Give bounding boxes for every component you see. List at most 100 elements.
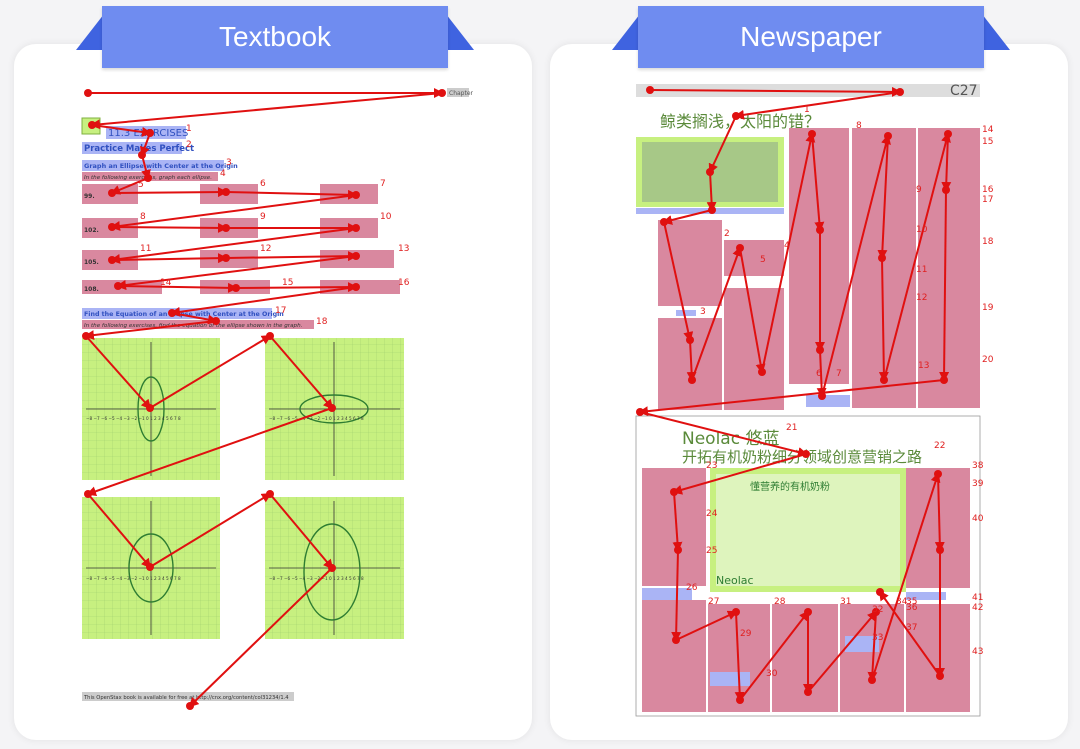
advert-figure: 懂营养的有机奶粉 Neolac bbox=[710, 468, 906, 592]
headline-mid: Neolac 悠蓝 bbox=[682, 429, 779, 449]
reading-order-label: 7 bbox=[380, 179, 386, 189]
reading-arrow bbox=[878, 590, 941, 677]
reading-arrow bbox=[807, 610, 878, 693]
reading-arrow bbox=[85, 335, 152, 410]
reading-arrow bbox=[691, 246, 742, 381]
reading-node bbox=[144, 174, 152, 182]
reading-order-label: 13 bbox=[918, 361, 929, 371]
reading-arrow bbox=[149, 492, 272, 568]
reading-node bbox=[736, 244, 744, 252]
reading-arrow bbox=[734, 611, 745, 702]
reading-order-label: 28 bbox=[774, 597, 786, 607]
reading-node bbox=[674, 546, 682, 554]
reading-order-label: 5 bbox=[760, 255, 766, 265]
reading-arrow bbox=[761, 132, 816, 373]
reading-node bbox=[872, 608, 880, 616]
banner-fold-right bbox=[446, 14, 474, 50]
reading-node bbox=[146, 129, 154, 137]
page-footer: This OpenStax book is available for free… bbox=[83, 695, 289, 701]
reading-order-label: 4 bbox=[220, 169, 226, 179]
newspaper-page: C27 鲸类搁浅，太阳的错？ Neolac 悠蓝 开拓有机奶粉细分领域创意营销之… bbox=[635, 83, 981, 717]
reading-order-label: 40 bbox=[972, 514, 984, 524]
svg-text:−8 −7 −6 −5 −4 −3 −2 −1 0 1 2: −8 −7 −6 −5 −4 −3 −2 −1 0 1 2 3 4 5 6 7 … bbox=[269, 576, 364, 581]
reading-order-label: 19 bbox=[982, 303, 994, 313]
reading-order-label: 17 bbox=[982, 195, 993, 205]
reading-arrow bbox=[90, 92, 443, 130]
reading-node bbox=[146, 563, 154, 571]
reading-order-label: 9 bbox=[260, 212, 266, 222]
reading-arrow bbox=[91, 124, 152, 137]
graph-figure: −8 −7 −6 −5 −4 −3 −2 −1 0 1 2 3 4 5 6 7 … bbox=[265, 338, 404, 480]
reading-arrow bbox=[225, 251, 358, 262]
reading-arrow bbox=[883, 132, 951, 381]
reading-node bbox=[352, 283, 360, 291]
reading-arrow bbox=[110, 194, 357, 231]
reading-order-label: 14 bbox=[160, 278, 172, 288]
banner-fold-left bbox=[76, 14, 104, 50]
exercise-rows: 99. 102. 105. 108. bbox=[82, 184, 400, 294]
reading-node bbox=[708, 206, 716, 214]
reading-node bbox=[212, 317, 220, 325]
reading-node bbox=[934, 470, 942, 478]
reading-arrow bbox=[867, 611, 878, 682]
reading-order-label: 20 bbox=[982, 355, 994, 365]
reading-arrow bbox=[111, 222, 228, 233]
reading-node bbox=[646, 86, 654, 94]
reading-arrow bbox=[821, 134, 891, 397]
reading-node bbox=[186, 702, 194, 710]
title-block bbox=[82, 142, 182, 154]
reading-node bbox=[818, 392, 826, 400]
reading-arrow bbox=[941, 133, 952, 192]
reading-node bbox=[108, 189, 116, 197]
reading-order-label: 5 bbox=[138, 180, 144, 190]
reading-node bbox=[438, 89, 446, 97]
title-block bbox=[82, 160, 224, 171]
reading-arrow bbox=[934, 473, 945, 552]
reading-node bbox=[878, 254, 886, 262]
reading-order-label: 43 bbox=[972, 647, 983, 657]
reading-arrow bbox=[110, 227, 357, 264]
reading-arrow bbox=[871, 472, 941, 681]
reading-order-label: 16 bbox=[398, 278, 410, 288]
reading-node bbox=[138, 151, 146, 159]
banner-fold-right bbox=[982, 14, 1010, 50]
reading-order-label: 15 bbox=[982, 137, 993, 147]
header-tag: Chapter bbox=[449, 90, 474, 97]
reading-order-label: 37 bbox=[906, 623, 917, 633]
reading-order-label: 32 bbox=[872, 605, 883, 615]
reading-arrow bbox=[86, 407, 333, 497]
reading-order-label: 4 bbox=[784, 241, 790, 251]
reading-arrow bbox=[672, 491, 683, 552]
reading-order-label: 18 bbox=[316, 317, 328, 327]
reading-node bbox=[706, 168, 714, 176]
reading-node bbox=[816, 226, 824, 234]
reading-arrow bbox=[149, 334, 272, 409]
reading-order-label: 33 bbox=[872, 633, 883, 643]
reading-node bbox=[146, 404, 154, 412]
ad-caption: 懂营养的有机奶粉 bbox=[750, 480, 830, 493]
reading-order-label: 18 bbox=[982, 237, 994, 247]
banner-fold-left bbox=[612, 14, 640, 50]
reading-order-label: 12 bbox=[260, 244, 271, 254]
reading-node bbox=[328, 564, 336, 572]
reading-node bbox=[804, 688, 812, 696]
reading-node bbox=[352, 252, 360, 260]
reading-node bbox=[944, 130, 952, 138]
reading-arrow bbox=[87, 493, 152, 569]
reading-arrow bbox=[170, 286, 357, 317]
reading-arrow bbox=[111, 187, 228, 198]
reading-node bbox=[352, 191, 360, 199]
reading-order-label: 42 bbox=[972, 603, 983, 613]
reading-arrow bbox=[706, 171, 717, 212]
reading-node bbox=[84, 89, 92, 97]
reading-node bbox=[232, 284, 240, 292]
reading-node bbox=[936, 672, 944, 680]
reading-node bbox=[942, 186, 950, 194]
reading-arrow bbox=[84, 320, 217, 341]
reading-node bbox=[328, 404, 336, 412]
reading-node bbox=[108, 256, 116, 264]
reading-arrow bbox=[188, 567, 333, 708]
reading-order-label: 3 bbox=[226, 158, 232, 168]
reading-order-label: 23 bbox=[706, 461, 717, 471]
